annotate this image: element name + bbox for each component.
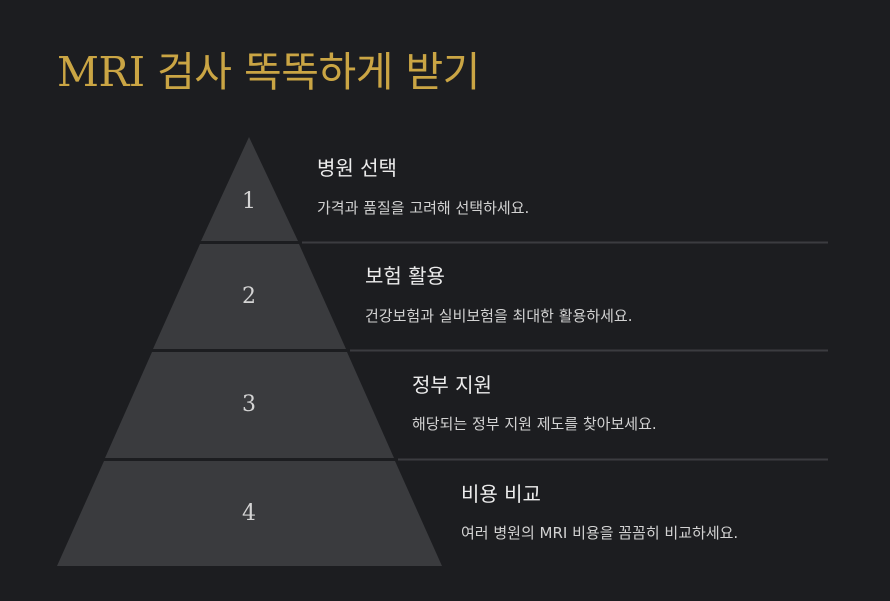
level-3-heading: 정부 지원 (412, 373, 492, 397)
level-4-number: 4 (242, 501, 256, 526)
level-4-description: 여러 병원의 MRI 비용을 꼼꼼히 비교하세요. (461, 524, 739, 542)
pyramid-tier-2 (153, 244, 346, 349)
level-2-heading: 보험 활용 (365, 264, 445, 288)
level-2-description: 건강보험과 실비보험을 최대한 활용하세요. (365, 307, 633, 325)
pyramid-tier-1 (201, 137, 298, 241)
level-1-heading: 병원 선택 (317, 156, 397, 180)
pyramid-tier-4 (57, 461, 442, 566)
pyramid-tier-3 (105, 352, 394, 458)
page-title-prefix: MRI (57, 48, 145, 96)
level-3-number: 3 (242, 392, 256, 417)
page-title-rest: 검사 똑똑하게 받기 (144, 48, 480, 96)
level-1-number: 1 (242, 189, 256, 214)
level-3-description: 해당되는 정부 지원 제도를 찾아보세요. (412, 415, 657, 433)
level-1-description: 가격과 품질을 고려해 선택하세요. (317, 199, 530, 217)
page-title: MRI 검사 똑똑하게 받기 (57, 38, 480, 98)
level-4-heading: 비용 비교 (461, 482, 541, 506)
level-2-number: 2 (242, 284, 256, 309)
